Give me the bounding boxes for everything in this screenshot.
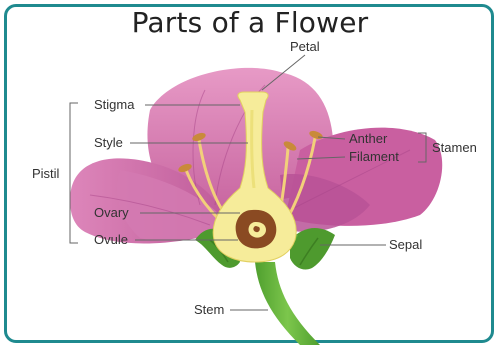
label-style: Style [94, 135, 123, 150]
label-sepal: Sepal [389, 237, 422, 252]
label-ovule: Ovule [94, 232, 128, 247]
label-ovary: Ovary [94, 205, 129, 220]
stem [255, 262, 320, 345]
label-filament: Filament [349, 149, 399, 164]
label-stem: Stem [194, 302, 224, 317]
label-petal: Petal [290, 39, 320, 54]
label-pistil: Pistil [32, 166, 59, 181]
sepal-right [290, 228, 335, 270]
page-title: Parts of a Flower [0, 6, 500, 39]
label-anther: Anther [349, 131, 387, 146]
label-stigma: Stigma [94, 97, 134, 112]
label-stamen: Stamen [432, 140, 477, 155]
